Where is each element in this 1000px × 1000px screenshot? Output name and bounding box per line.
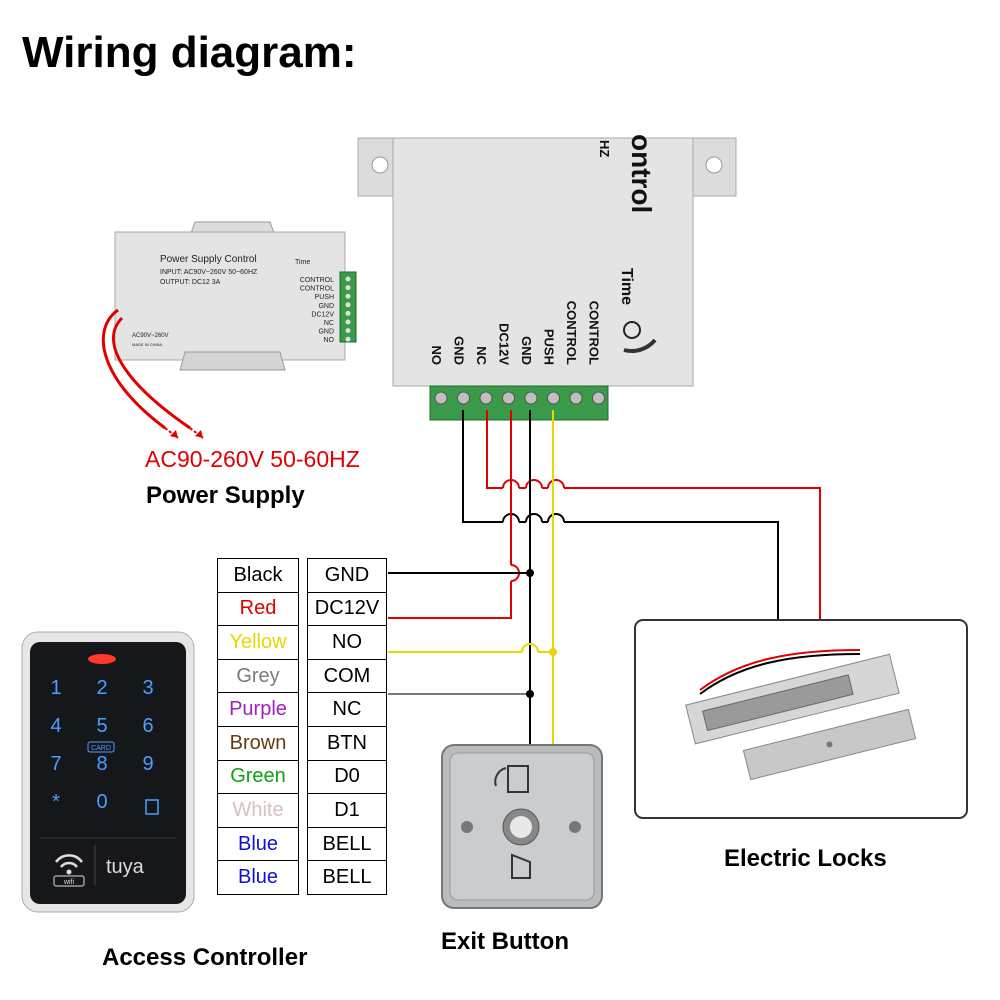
- wire-signal-cell: BELL: [307, 860, 387, 895]
- wire-signal-cell: DC12V: [307, 591, 387, 627]
- large-unit-pin-label: CONTROL: [587, 301, 602, 365]
- wire-color-cell: Grey: [217, 658, 299, 694]
- wire-signal-cell: GND: [307, 558, 387, 593]
- small-unit-pin-label: NC: [324, 320, 334, 327]
- wire-color-cell: Blue: [217, 860, 299, 895]
- exit-button: [441, 744, 603, 909]
- card-label: CARD: [91, 745, 111, 752]
- large-unit-pin-label: NC: [474, 346, 489, 365]
- electric-locks-caption: Electric Locks: [724, 845, 887, 872]
- large-unit-name: ontrol: [626, 134, 657, 213]
- small-unit-name: Power Supply Control: [160, 254, 257, 265]
- wifi-label: wifi: [63, 879, 75, 886]
- wire-color-cell: White: [217, 793, 299, 828]
- large-power-supply: ontrol HZ Time NO GND NC DC12V GND PUSH CONTRO…: [357, 134, 737, 421]
- small-unit-pin-label: DC12V: [311, 311, 334, 318]
- wire-color-cell: Green: [217, 759, 299, 795]
- access-controller-caption: Access Controller: [102, 944, 308, 971]
- small-unit-terminal: [345, 319, 351, 325]
- large-unit-terminal: [502, 391, 515, 405]
- small-unit-terminal: [345, 302, 351, 308]
- large-unit-terminal: [434, 391, 448, 405]
- large-unit-pin-label: CONTROL: [564, 301, 579, 365]
- small-unit-terminal: [345, 328, 351, 334]
- small-unit-input: INPUT: AC90V~260V 50~60HZ: [160, 269, 258, 276]
- small-unit-terminal: [345, 336, 351, 342]
- wire-color-cell: Black: [217, 558, 299, 593]
- keypad-key: 3: [142, 677, 153, 699]
- large-unit-terminal: [592, 391, 605, 405]
- small-unit-made: MADE IN CHINA: [132, 342, 163, 347]
- small-unit-terminal: [345, 276, 351, 282]
- wire-signal-cell: BELL: [307, 826, 387, 862]
- large-unit-terminal: [547, 391, 560, 405]
- small-unit-terminal: [345, 293, 351, 299]
- brand-label: tuya: [106, 856, 145, 878]
- electric-lock: [634, 619, 968, 819]
- wire-color-cell: Purple: [217, 692, 299, 727]
- large-unit-terminal: [569, 391, 583, 405]
- small-unit-pin-label: CONTROL: [300, 277, 334, 284]
- access-controller: 1 2 3 4 5 6 7 8 9 * 0 CARD wifi tuya: [21, 631, 195, 913]
- keypad-key: 7: [50, 753, 61, 775]
- small-unit-terminal: [345, 285, 351, 291]
- large-unit-pin-label: NO: [429, 346, 444, 366]
- exit-button-caption: Exit Button: [441, 928, 569, 955]
- large-unit-time: Time: [618, 268, 635, 305]
- keypad-key: 4: [50, 715, 61, 737]
- large-unit-pin-label: PUSH: [542, 329, 557, 365]
- keypad-key: 1: [50, 677, 61, 699]
- keypad-key: 6: [142, 715, 153, 737]
- keypad-key: *: [52, 791, 60, 813]
- wire-signal-cell: BTN: [307, 725, 387, 761]
- wire-color-cell: Blue: [217, 826, 299, 862]
- wires: [388, 410, 821, 745]
- large-unit-pin-label: GND: [452, 336, 467, 365]
- small-unit-pin-label: GND: [318, 329, 334, 336]
- small-unit-pin-label: PUSH: [315, 294, 334, 301]
- small-unit-pin-label: CONTROL: [300, 286, 334, 293]
- keypad-key: 0: [96, 791, 107, 813]
- power-supply-caption: Power Supply: [146, 482, 305, 509]
- large-unit-hz: HZ: [597, 140, 612, 157]
- wire-color-cell: Brown: [217, 725, 299, 761]
- small-unit-time: Time: [295, 259, 310, 266]
- small-unit-pin-label: NO: [324, 337, 335, 344]
- wire-signal-cell: NC: [307, 692, 387, 727]
- large-unit-terminal: [457, 391, 470, 405]
- wire-signal-cell: NO: [307, 625, 387, 660]
- large-unit-pin-label: GND: [519, 336, 534, 365]
- large-unit-pin-label: DC12V: [497, 323, 512, 365]
- page-title: Wiring diagram:: [22, 28, 357, 77]
- keypad-key: 8: [96, 753, 107, 775]
- small-power-supply: Power Supply Control INPUT: AC90V~260V 5…: [101, 221, 357, 439]
- wire-color-cell: Yellow: [217, 625, 299, 660]
- small-unit-pin-label: GND: [318, 303, 334, 310]
- keypad-key: 9: [142, 753, 153, 775]
- small-unit-output: OUTPUT: DC12 3A: [160, 279, 221, 286]
- keypad-key: 2: [96, 677, 107, 699]
- large-unit-terminal: [479, 391, 493, 405]
- wire-signal-cell: COM: [307, 658, 387, 694]
- large-unit-terminal: [524, 391, 538, 405]
- small-unit-terminal: [345, 310, 351, 316]
- wire-color-cell: Red: [217, 591, 299, 627]
- ac-input-label: AC90-260V 50-60HZ: [145, 446, 360, 472]
- wire-signal-cell: D1: [307, 793, 387, 828]
- small-unit-ac: AC90V~260V: [132, 333, 169, 339]
- wire-signal-cell: D0: [307, 759, 387, 795]
- keypad-key: 5: [96, 715, 107, 737]
